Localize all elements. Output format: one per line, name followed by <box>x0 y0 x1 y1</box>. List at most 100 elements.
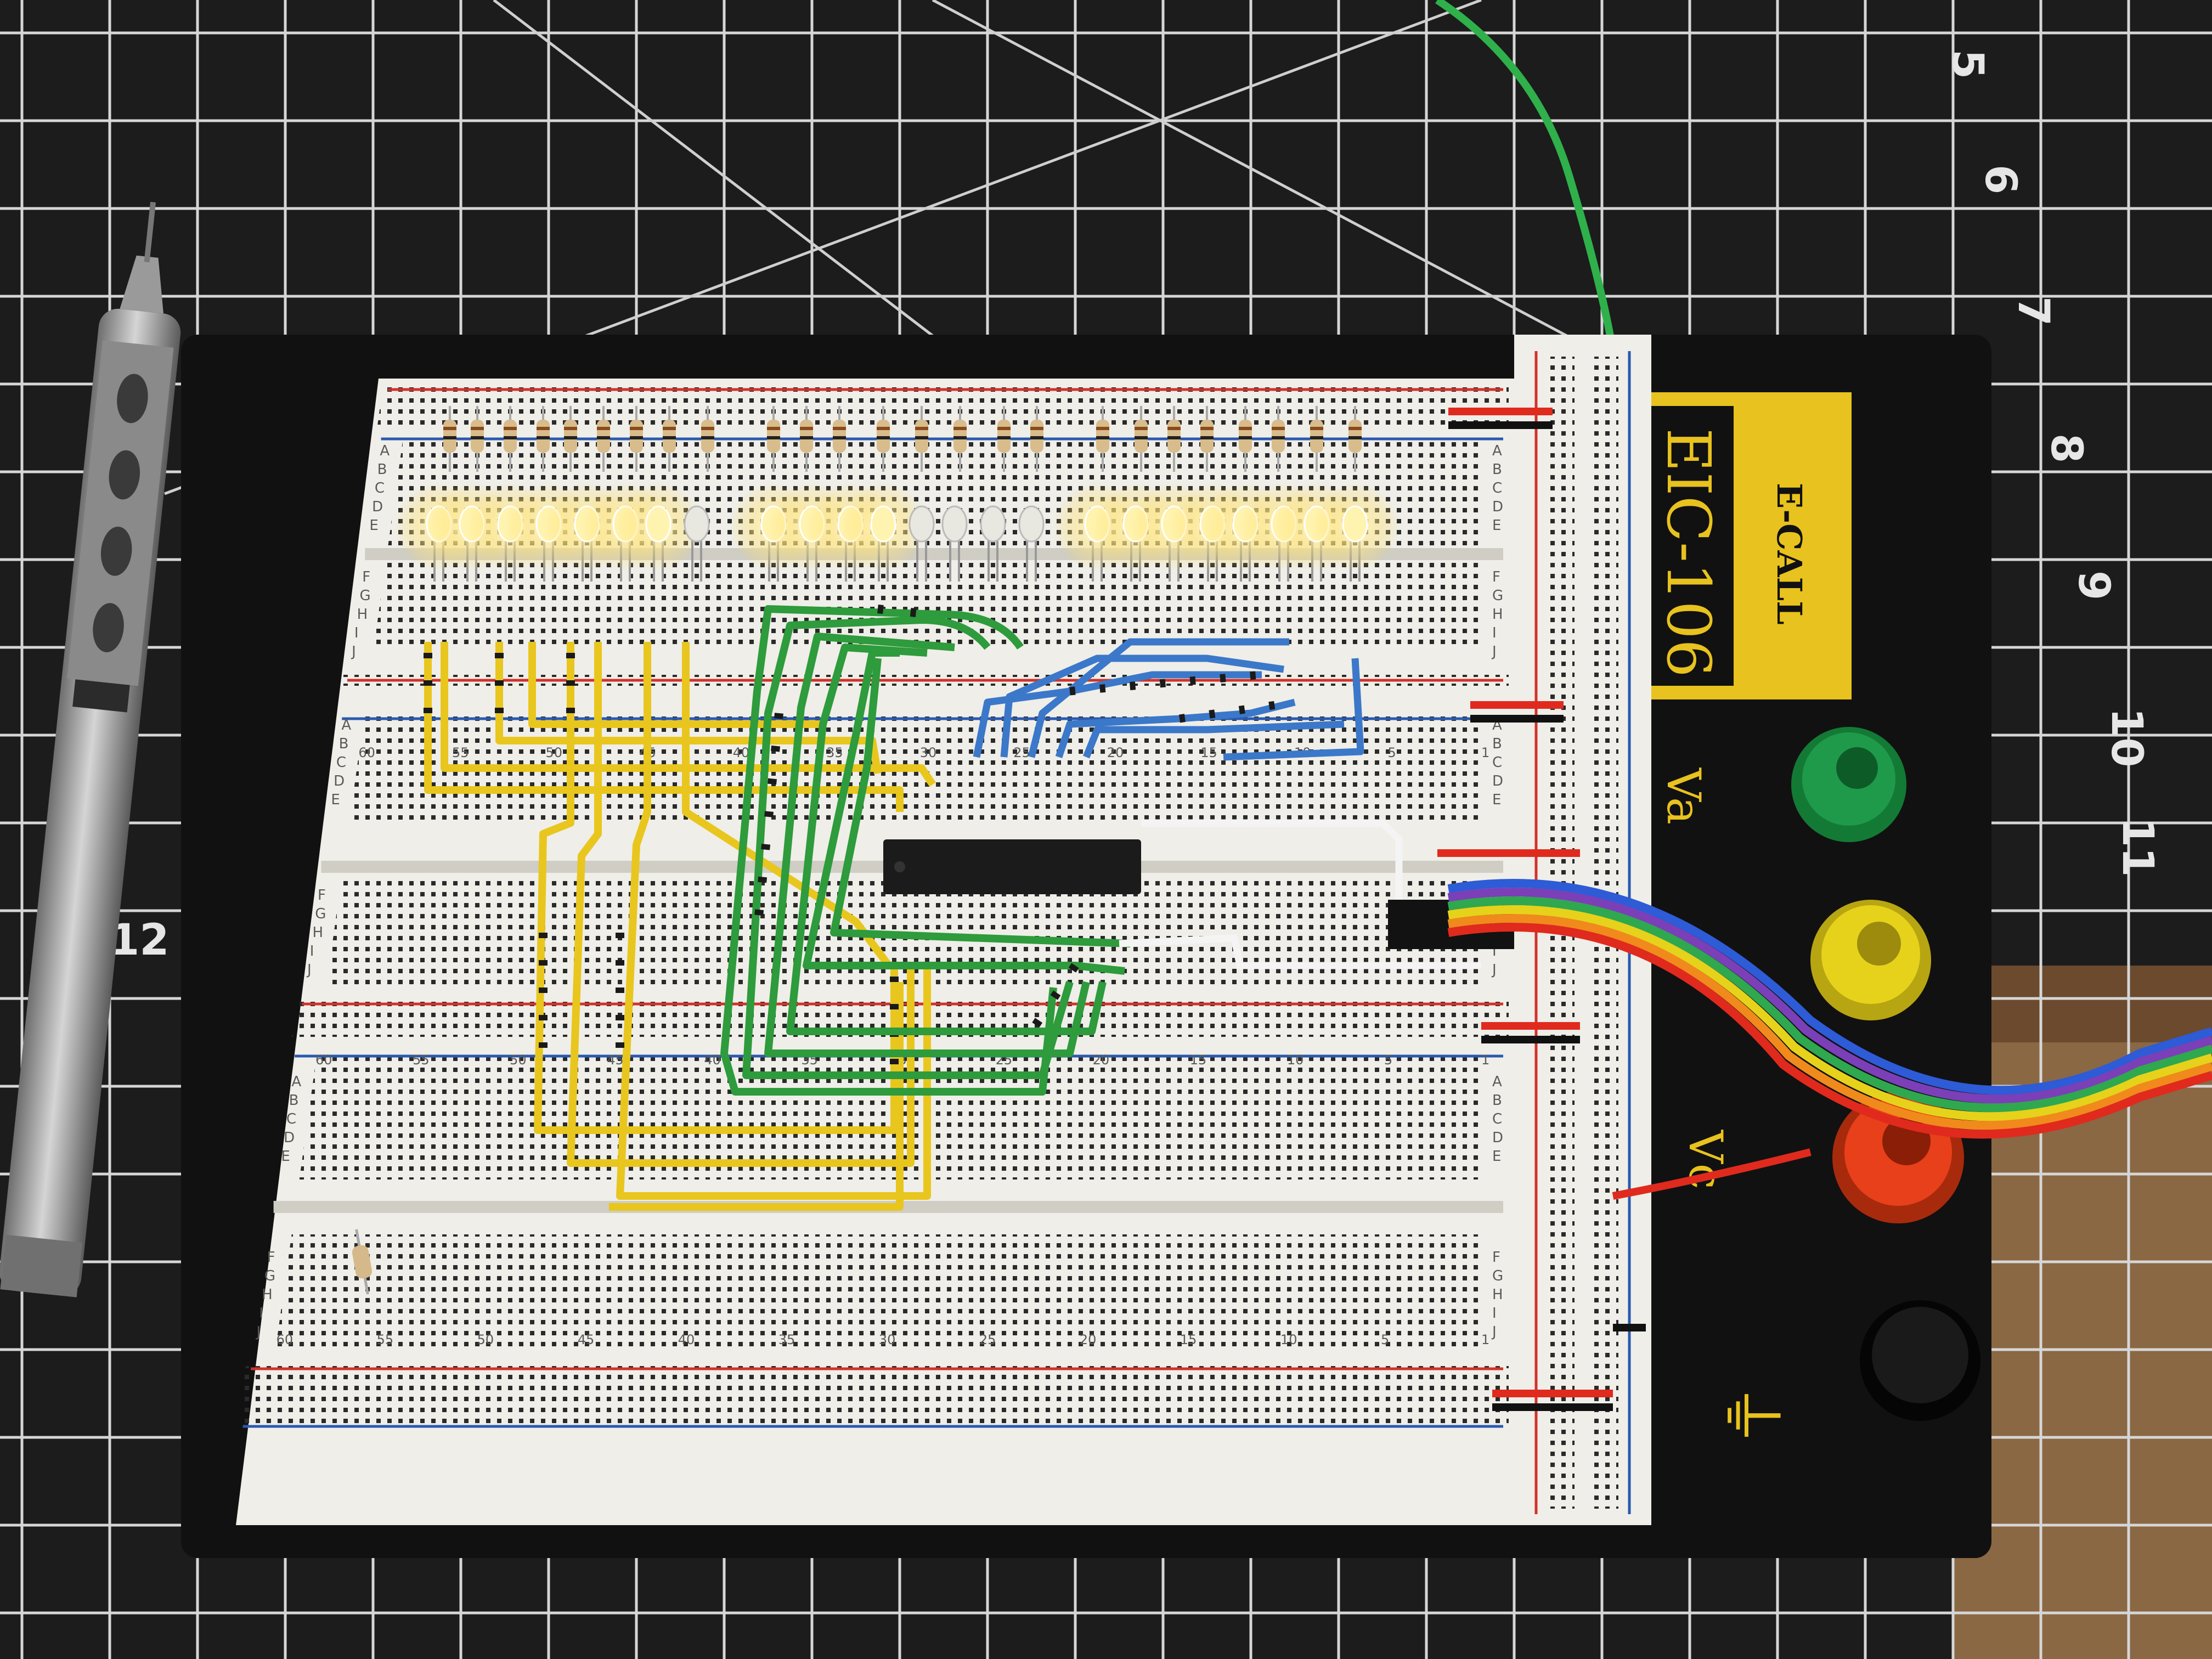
resistor-band <box>1239 436 1252 439</box>
row-letter: C <box>286 1111 296 1127</box>
row-letter: D <box>284 1130 295 1146</box>
resistor-band <box>701 427 714 430</box>
resistor-band <box>1135 436 1148 439</box>
column-number: 50 <box>546 745 563 760</box>
row-letter: B <box>377 461 387 478</box>
resistor-band <box>767 436 780 439</box>
mat-ruler-numbers: 5 6 7 8 9 10 11 12 <box>110 49 2162 965</box>
column-number: 50 <box>477 1332 494 1347</box>
row-letter: A <box>1492 443 1502 459</box>
binding-post-black[interactable] <box>1860 1300 1980 1421</box>
row-letter: E <box>281 1148 290 1165</box>
resistor-band <box>701 436 714 439</box>
ruler-num: 5 <box>1943 49 1992 79</box>
row-letter: D <box>1492 499 1503 515</box>
resistor-band <box>800 436 813 439</box>
resistor-band <box>663 436 676 439</box>
single-resistor <box>352 1229 373 1295</box>
row-letter: C <box>375 480 385 496</box>
column-number: 60 <box>315 1052 332 1068</box>
led-off <box>980 505 1006 543</box>
row-letter: G <box>1492 588 1503 604</box>
row-letter: D <box>372 499 383 515</box>
column-number: 30 <box>920 745 937 760</box>
led-off <box>684 505 710 543</box>
row-letter: G <box>359 588 370 604</box>
column-number: 20 <box>1080 1332 1097 1347</box>
resistor-band <box>915 436 928 439</box>
green-hook-wire <box>1435 0 1617 352</box>
row-letter: E <box>1492 1148 1501 1165</box>
resistor-band <box>443 427 456 430</box>
resistor-band <box>1030 436 1043 439</box>
resistor-band <box>537 436 550 439</box>
resistor-band <box>767 427 780 430</box>
ic-chip <box>883 839 1141 894</box>
resistor-band <box>1348 436 1362 439</box>
column-number: 60 <box>276 1332 294 1347</box>
ruler-num-left: 12 <box>110 916 170 965</box>
column-number: 20 <box>1093 1052 1110 1068</box>
column-number: 1 <box>1481 1332 1489 1347</box>
row-letter: C <box>1492 754 1502 771</box>
resistor-band <box>1167 427 1181 430</box>
row-letter: A <box>341 717 351 733</box>
resistor-band <box>1167 436 1181 439</box>
binding-post-green[interactable] <box>1791 727 1906 842</box>
brand-name: E-CALL <box>1769 483 1809 625</box>
resistor-band <box>1272 436 1285 439</box>
resistor-band <box>1310 427 1323 430</box>
row-letter: B <box>1492 461 1502 478</box>
led-off <box>1018 505 1045 543</box>
row-letter: E <box>1492 517 1501 534</box>
ribbon-cable[interactable] <box>1447 879 2212 1139</box>
led-lit <box>645 505 672 543</box>
row-letter: E <box>1492 792 1501 808</box>
row-letter: J <box>1491 644 1497 660</box>
ruler-num: 10 <box>2102 708 2151 768</box>
row-letter: F <box>1492 1249 1500 1266</box>
row-letter: A <box>1492 1074 1502 1090</box>
row-letter: E <box>331 792 340 808</box>
row-letter: J <box>1491 1324 1497 1340</box>
row-letter: J <box>1491 962 1497 978</box>
column-number: 15 <box>1200 745 1217 760</box>
resistor-band <box>997 436 1011 439</box>
column-number: 10 <box>1280 1332 1297 1347</box>
row-letter: I <box>1492 1305 1497 1322</box>
white-wires <box>1119 819 1481 969</box>
row-letter: D <box>1492 773 1503 789</box>
brand-logo-text: E.I.C. <box>1751 428 1775 487</box>
resistor-band <box>630 427 643 430</box>
column-number: 40 <box>733 745 750 760</box>
blue-wire-stripes <box>1069 670 1296 723</box>
column-number: 25 <box>1013 745 1030 760</box>
row-letter: A <box>291 1074 301 1090</box>
resistor-band <box>564 427 577 430</box>
row-letter: I <box>354 625 359 641</box>
resistor-band <box>1310 436 1323 439</box>
led-lit <box>1342 505 1368 543</box>
resistor-band <box>471 436 484 439</box>
binding-post-yellow[interactable] <box>1810 900 1931 1020</box>
resistor-band <box>1135 427 1148 430</box>
resistor-band <box>1200 427 1214 430</box>
led-off <box>909 505 935 543</box>
resistor-band <box>537 427 550 430</box>
row-letter: A <box>380 443 390 459</box>
mechanical-pencil <box>0 201 181 1297</box>
yellow-wire-stripes <box>424 653 899 1075</box>
column-number: 10 <box>1287 1052 1304 1068</box>
row-letter: J <box>306 962 312 978</box>
led-bank <box>395 483 1399 582</box>
column-number: 40 <box>678 1332 695 1347</box>
resistor-band <box>877 436 890 439</box>
green-wires <box>720 605 1131 1096</box>
column-number: 45 <box>578 1332 595 1347</box>
ruler-num: 6 <box>1976 165 2025 194</box>
row-letter: C <box>336 754 346 771</box>
row-letter: H <box>1492 1286 1503 1303</box>
row-letter: H <box>312 924 323 941</box>
resistor-band <box>877 427 890 430</box>
